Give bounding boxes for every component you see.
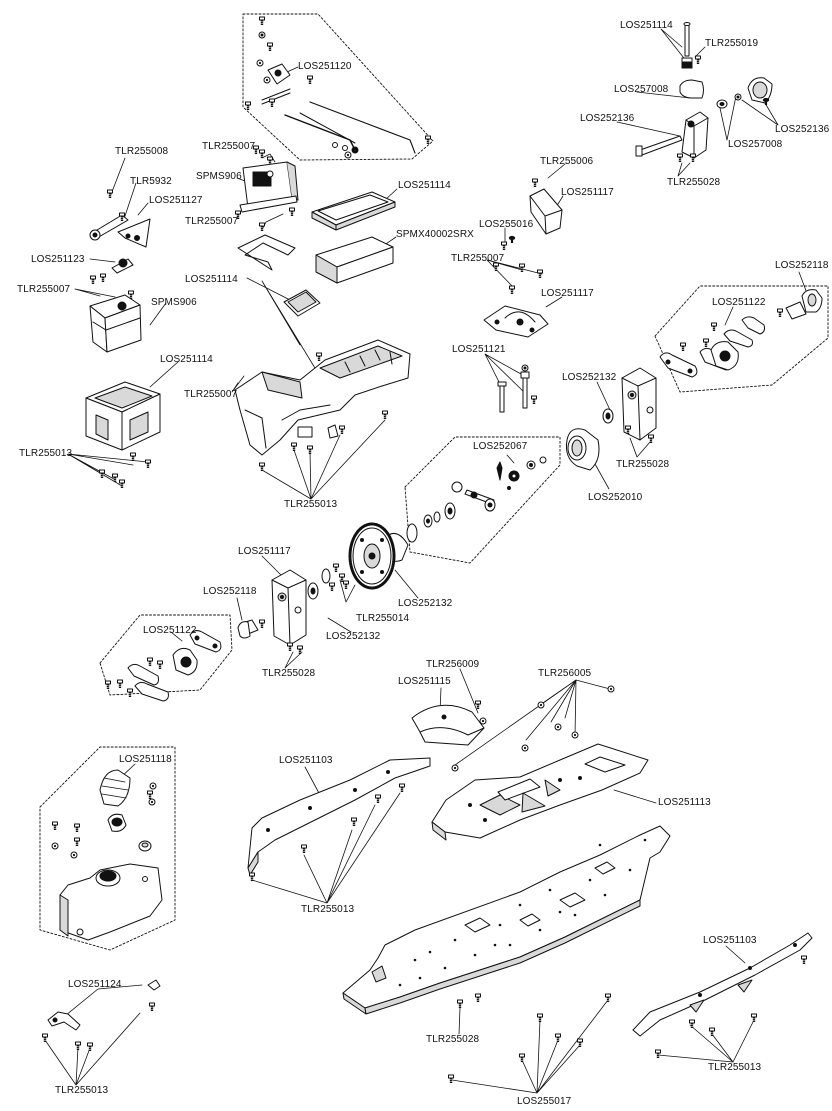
servo-horn-drawing [89,189,151,353]
main-chassis-drawing [342,825,671,1015]
label-brace-mount: LOS251117 [541,288,594,299]
label-radio-tray-screws: TLR255013 [284,499,338,510]
fuel-tank-drawing [51,769,163,941]
top-brace-drawing [411,685,615,772]
label-servo-mount: LOS251114 [160,354,213,365]
label-bearing-right: LOS252132 [562,372,617,383]
label-horn-screw-b: TLR5932 [130,176,172,187]
label-servo-linkage: LOS251120 [298,61,352,72]
label-steering-washer: LOS257008 [728,139,783,150]
label-diff-parts: LOS252067 [473,441,528,452]
label-side-guard-right: LOS251103 [703,935,757,946]
tank-bracket-drawing [42,979,161,1052]
label-chassis-bottom-screws: TLR255028 [426,1034,480,1045]
receiver-drawing [237,191,396,317]
label-receiver-cover: LOS251114 [398,180,451,191]
label-mount-screws: TLR255013 [19,448,73,459]
leader-lines [44,28,809,1094]
label-left-mount: LOS251117 [238,546,291,557]
label-chassis-flat-screws: LOS255017 [517,1096,572,1107]
bolt-drawing [497,364,537,413]
label-outdrive-left: LOS252118 [203,586,257,597]
label-side-left-screws: TLR255013 [301,904,355,915]
label-top-brace: LOS251115 [398,676,451,687]
label-spur-screws: TLR255014 [356,613,410,624]
label-chassis-screws: TLR256005 [538,668,592,679]
label-post-top: LOS251114 [620,20,673,31]
label-tank-bracket: LOS251124 [68,979,122,990]
label-receiver-pack: SPMX40002SRX [396,229,474,240]
label-servo-lower: SPMS906 [151,297,197,308]
left-side-guard-drawing [247,757,431,882]
label-top-plate: LOS251113 [658,797,711,808]
right-side-guard-drawing [632,932,813,1059]
label-bolts: LOS251121 [452,344,506,355]
radio-tray-drawing [234,339,411,472]
label-servo-top: SPMS906 [196,171,242,182]
servo-linkage-parts [245,16,431,159]
label-plates-right: LOS251122 [712,297,766,308]
left-mount-drawing [237,569,307,655]
label-steering-post: LOS252136 [580,113,635,124]
brace-drawing [483,178,563,338]
label-tray-parts: LOS251114 [185,274,238,285]
label-steering-screws: TLR255028 [667,177,721,188]
label-servo-mount-screws: TLR255007 [17,284,71,295]
top-plate-drawing [431,743,649,841]
group-outline-diff [404,436,561,564]
label-spur-bearing: LOS252132 [398,598,453,609]
label-brace-screw: TLR255006 [540,156,594,167]
label-servo-screws-top: TLR255007 [202,141,256,152]
group-outline-left-plates [99,614,233,696]
label-linkage-end: LOS251123 [31,254,85,265]
label-fuel-tank: LOS251118 [119,754,172,765]
label-diff-case: LOS252010 [588,492,643,503]
label-bell-crank: LOS257008 [614,84,669,95]
label-outdrive-right: LOS252118 [775,260,829,271]
right-plates-drawing [659,289,823,378]
group-outline-fuel-tank [39,746,176,951]
label-tray-screws: TLR255007 [184,389,238,400]
label-post-top-b: TLR255019 [705,38,759,49]
spur-gear-drawing [307,522,396,600]
group-outline-linkage [242,13,434,161]
label-brace: LOS251117 [561,187,614,198]
label-brace-bushing: LOS255016 [479,219,534,230]
label-top-brace-screw: TLR256009 [426,659,480,670]
label-side-guard-left: LOS251103 [279,755,333,766]
label-horn: LOS251127 [149,195,203,206]
dashed-group-outlines [39,13,829,951]
label-side-right-screws: TLR255013 [708,1062,762,1073]
label-plates-left: LOS251122 [143,625,197,636]
right-mount-drawing [602,367,657,444]
label-horn-screw: TLR255008 [115,146,169,157]
label-bearing-left: LOS252132 [326,631,381,642]
label-tank-screws: TLR255013 [55,1085,109,1096]
label-brace-screws: TLR255007 [451,253,505,264]
label-right-screws: TLR255028 [616,459,670,470]
servo-upper-drawing [235,145,299,232]
label-steering-bushing: LOS252136 [775,124,830,135]
group-outline-right-plates [654,285,829,393]
label-servo-top-screws: TLR255007 [185,216,239,227]
steering-post-drawing [635,22,773,163]
left-plates-drawing [105,630,222,702]
servo-mount-box-drawing [85,381,161,489]
label-left-screws: TLR255028 [262,668,316,679]
